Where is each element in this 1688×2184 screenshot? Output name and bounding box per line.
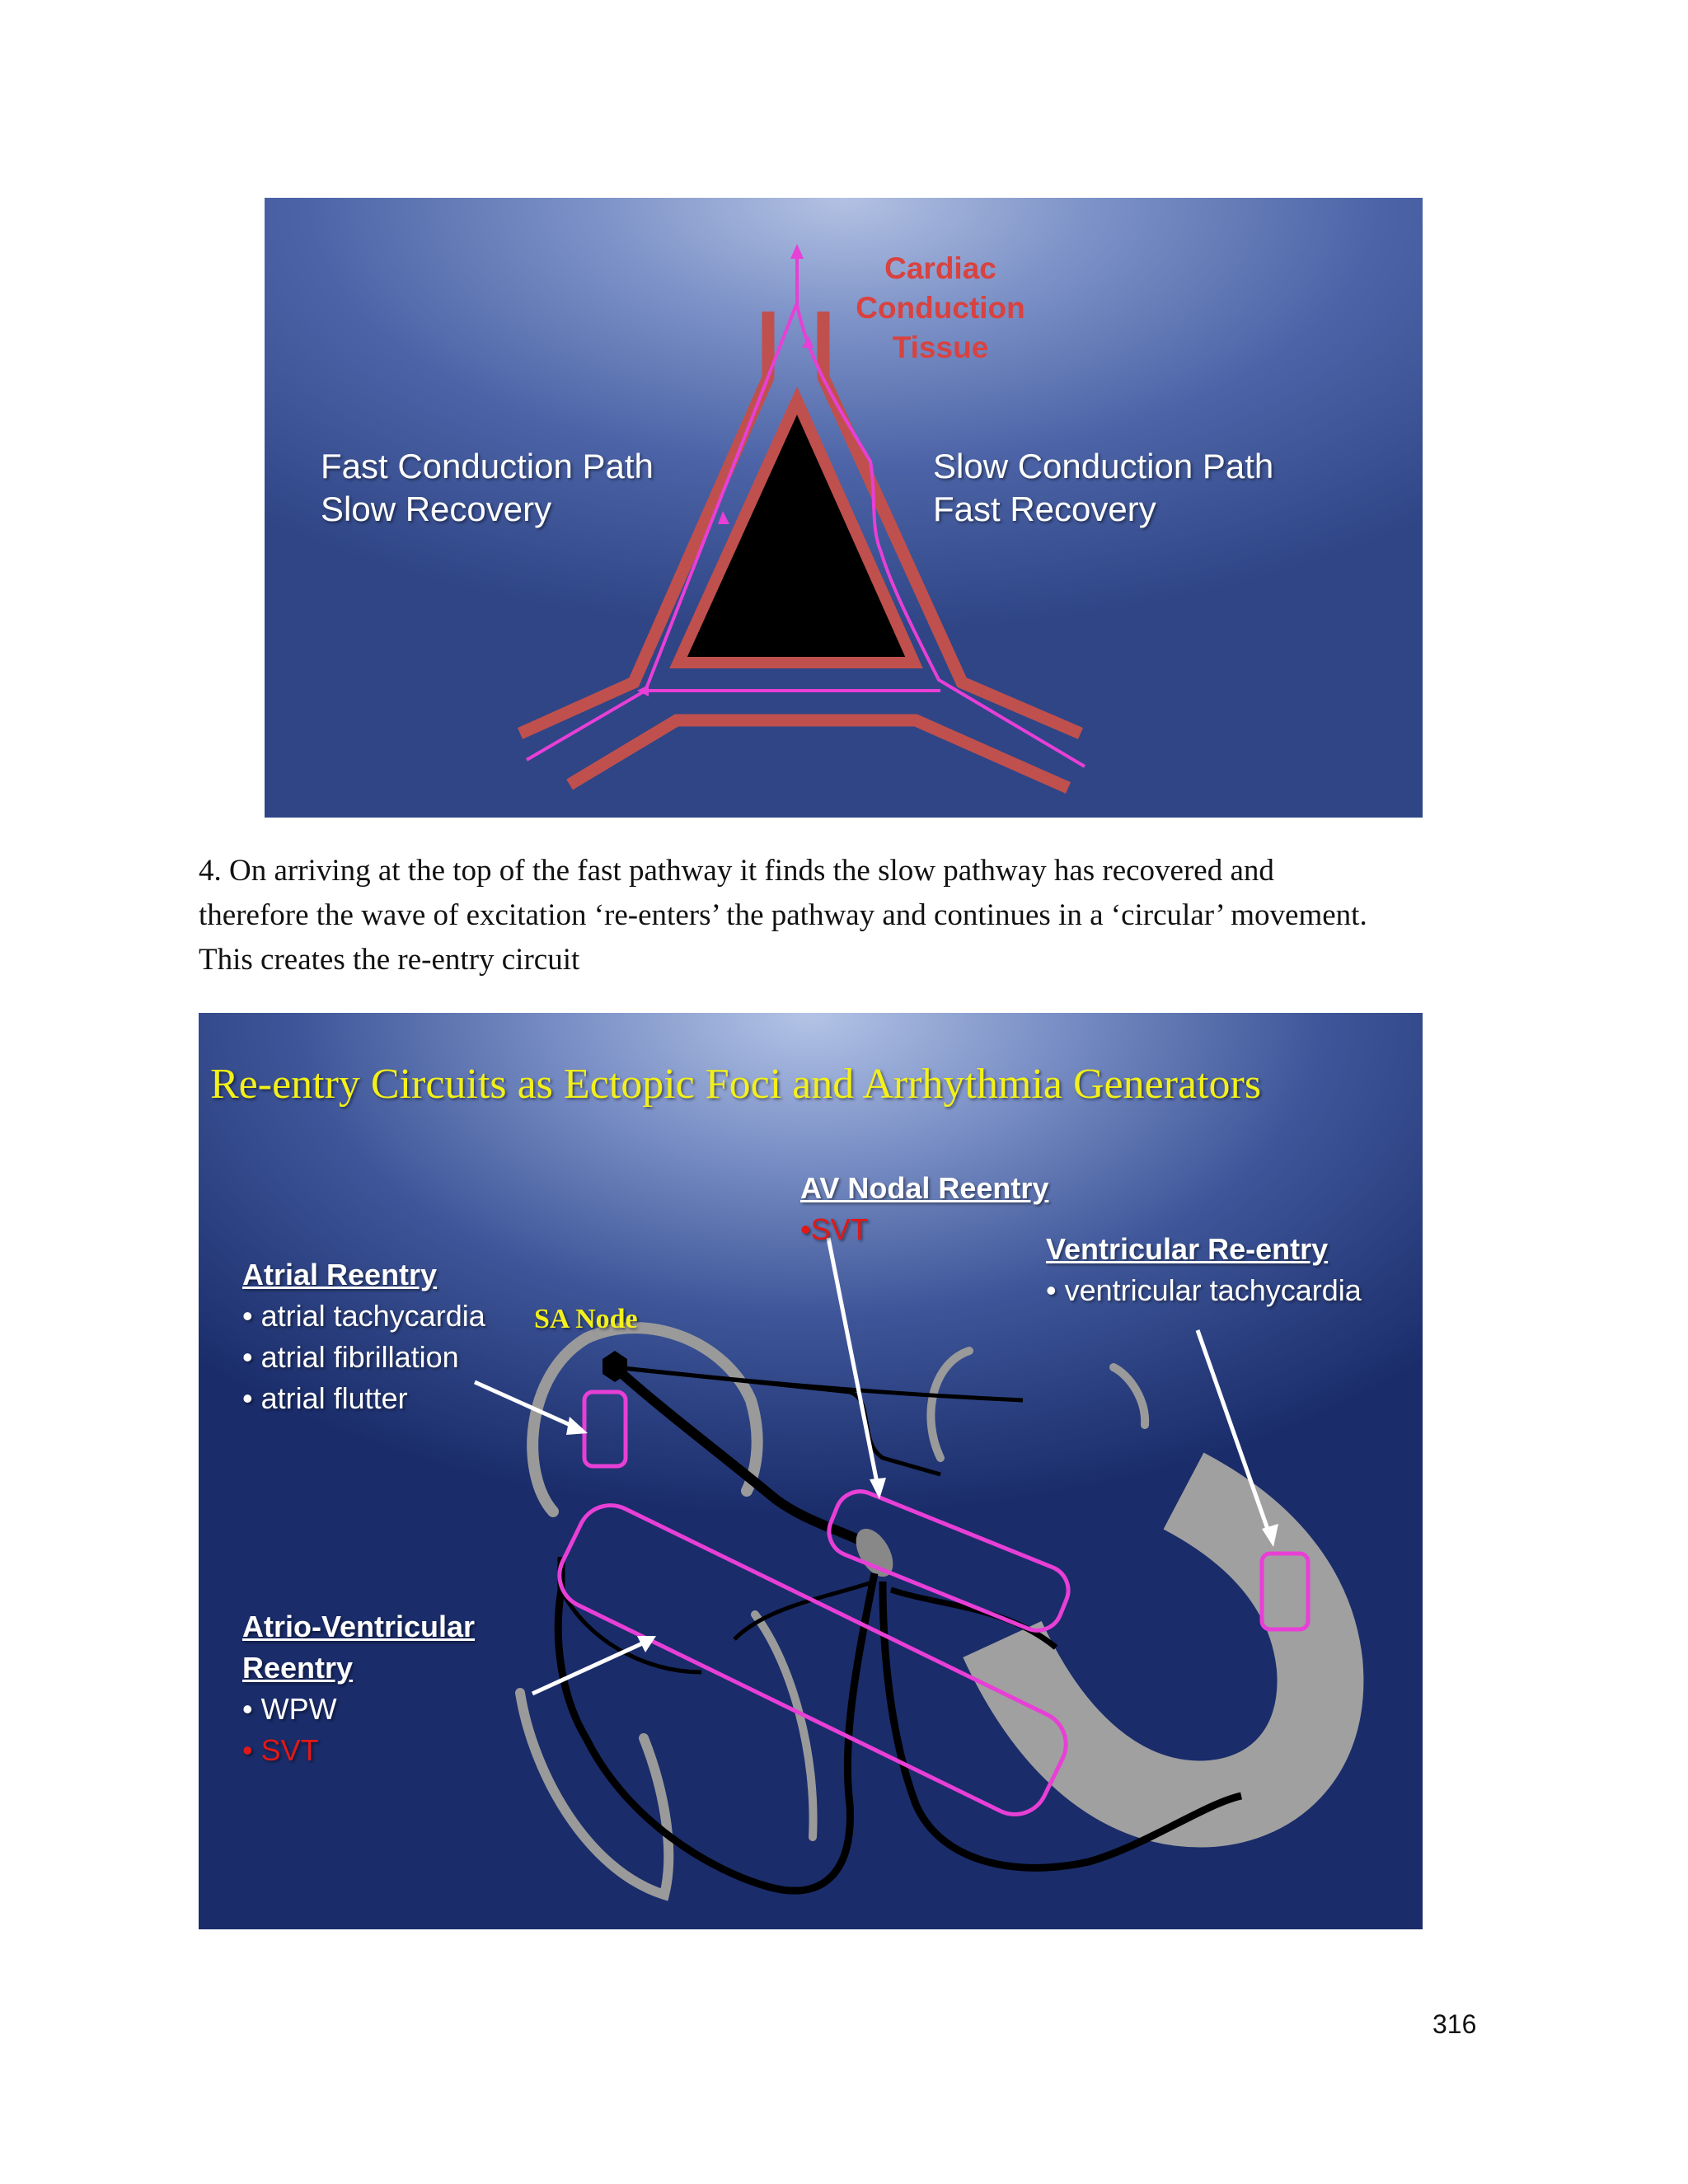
- cardiac-label-line: Cardiac: [846, 249, 1035, 288]
- atrio-ventricular-heading: Atrio-Ventricular: [242, 1606, 475, 1647]
- right-wall-arc: [1114, 1367, 1145, 1425]
- slow-path-line: Slow Conduction Path: [933, 445, 1273, 488]
- paragraph-line: therefore the wave of excitation ‘re-ent…: [199, 893, 1484, 938]
- page-number: 316: [1432, 2009, 1476, 2040]
- figure-reentry-circuits: Re-entry Circuits as Ectopic Foci and Ar…: [199, 1013, 1423, 1929]
- atrial-reentry-loop: [584, 1392, 626, 1466]
- fast-path-line: Slow Recovery: [321, 488, 654, 531]
- av-nodal-arrow: [828, 1238, 878, 1487]
- atrial-reentry-label: Atrial Reentry • atrial tachycardia • at…: [242, 1254, 485, 1419]
- av-nodal-item: •SVT: [800, 1209, 1048, 1250]
- atrial-wall-arc: [532, 1328, 757, 1511]
- slow-path-label: Slow Conduction Path Fast Recovery: [933, 445, 1273, 531]
- ventricle-inner-arc: [755, 1615, 814, 1837]
- impulse-arrow-left: [718, 511, 729, 524]
- av-nodal-heading: AV Nodal Reentry: [800, 1168, 1048, 1209]
- figure-conduction-pathways: Cardiac Conduction Tissue Fast Conductio…: [265, 198, 1423, 818]
- av-nodal-label: AV Nodal Reentry •SVT: [800, 1168, 1048, 1250]
- sa-node-label: SA Node: [534, 1304, 638, 1335]
- cardiac-label-line: Tissue: [846, 328, 1035, 368]
- atrial-item: • atrial fibrillation: [242, 1337, 485, 1378]
- fast-path-line: Fast Conduction Path: [321, 445, 654, 488]
- ventricular-item: • ventricular tachycardia: [1046, 1270, 1362, 1311]
- atrio-ventricular-item: • SVT: [242, 1730, 475, 1771]
- impulse-arrow-upper: [802, 336, 814, 348]
- cardiac-label-line: Conduction: [846, 288, 1035, 328]
- paragraph-line: 4. On arriving at the top of the fast pa…: [199, 849, 1484, 893]
- slow-path-line: Fast Recovery: [933, 488, 1273, 531]
- right-atrium-arc: [931, 1351, 969, 1458]
- cardiac-conduction-label: Cardiac Conduction Tissue: [846, 249, 1035, 368]
- figure2-title: Re-entry Circuits as Ectopic Foci and Ar…: [210, 1060, 1261, 1108]
- atrial-arrow: [475, 1382, 579, 1429]
- heart-diagram: [199, 1013, 1423, 1929]
- atrio-ventricular-label: Atrio-Ventricular Reentry • WPW • SVT: [242, 1606, 475, 1771]
- ventricular-reentry-label: Ventricular Re-entry • ventricular tachy…: [1046, 1229, 1362, 1311]
- atrio-ventricular-arrow: [532, 1641, 648, 1694]
- atrial-item: • atrial tachycardia: [242, 1296, 485, 1337]
- conduction-bundle-upper: [615, 1367, 1023, 1400]
- fast-path-label: Fast Conduction Path Slow Recovery: [321, 445, 654, 531]
- atrial-item: • atrial flutter: [242, 1378, 485, 1419]
- ventricular-heading: Ventricular Re-entry: [1046, 1229, 1362, 1270]
- atrio-ventricular-heading: Reentry: [242, 1647, 475, 1689]
- atrio-ventricular-item: • WPW: [242, 1689, 475, 1730]
- impulse-top-arrow: [790, 244, 804, 259]
- tissue-bottom: [570, 720, 1068, 788]
- paragraph-line: This creates the re-entry circuit: [199, 938, 1484, 982]
- atrial-heading: Atrial Reentry: [242, 1254, 485, 1296]
- inner-triangle: [678, 401, 914, 663]
- ventricle-wall-arc-left: [520, 1693, 668, 1895]
- av-nodal-loop: [822, 1484, 1076, 1638]
- body-paragraph: 4. On arriving at the top of the fast pa…: [199, 849, 1484, 982]
- purkinje-fiber: [734, 1582, 874, 1639]
